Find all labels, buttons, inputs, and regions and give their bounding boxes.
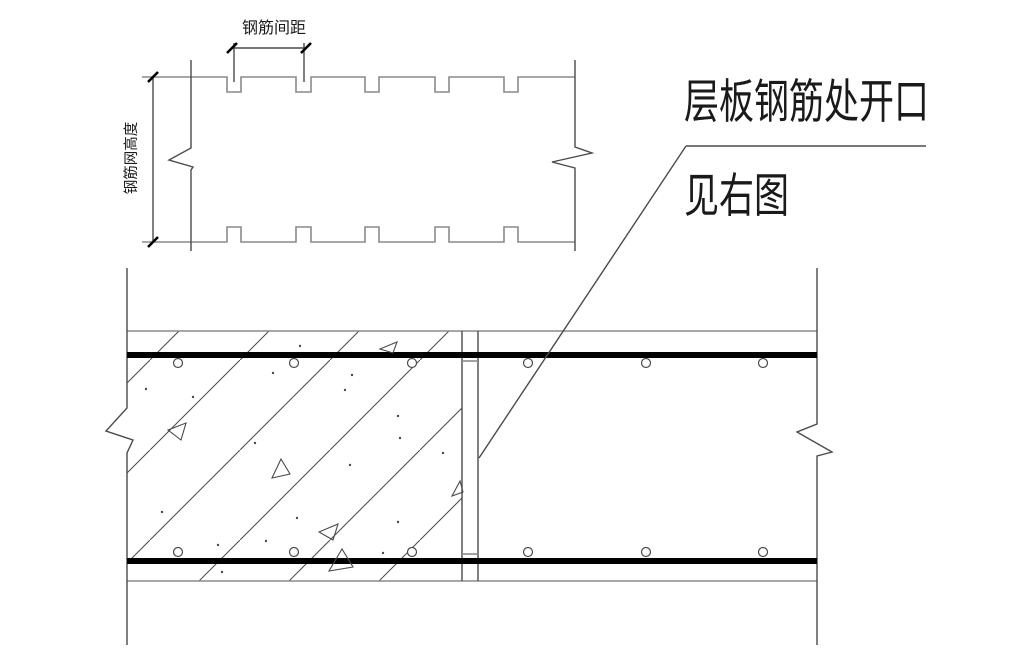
top-rebar-cross-sections [172, 357, 769, 369]
rebar-spacing-dimension: 钢筋间距 [226, 19, 312, 82]
rebar-cross-section [522, 546, 534, 558]
rebar-cross-section [406, 357, 418, 369]
slab-break-line-left [104, 268, 134, 645]
aggregate-triangle [166, 422, 187, 441]
rebar-cross-section [172, 546, 184, 558]
panel-break-line-left [167, 60, 195, 251]
slab-section-detail [104, 268, 834, 645]
note-text-line2: 见右图 [684, 169, 789, 222]
aggregate-triangle [317, 523, 339, 541]
panel-break-line-right [551, 60, 595, 251]
concrete-aggregate-marks [166, 341, 464, 572]
dimension-tick-bottom [147, 236, 159, 248]
rebar-cross-section [172, 357, 184, 369]
opening-gap [463, 332, 477, 580]
dimension-tick-left [226, 42, 238, 54]
concrete-sand-dots [144, 344, 445, 574]
panel-bottom-edge-with-notches [142, 226, 575, 243]
mesh-height-dimension: 钢筋网高度 [123, 71, 159, 248]
aggregate-triangle [327, 547, 354, 572]
rebar-spacing-label: 钢筋间距 [242, 19, 306, 37]
rebar-cross-section [288, 357, 300, 369]
slab-break-line-right [795, 268, 834, 645]
leader-line [478, 145, 687, 459]
dimension-tick-right [300, 42, 312, 54]
rebar-cross-section [757, 357, 769, 369]
mesh-height-label: 钢筋网高度 [123, 122, 140, 195]
bottom-rebar-cross-sections [172, 546, 769, 558]
rebar-cross-section [640, 357, 652, 369]
aggregate-triangle [271, 457, 291, 479]
rebar-cross-section [406, 546, 418, 558]
aggregate-triangle [378, 341, 398, 354]
dimension-tick-top [147, 71, 159, 83]
concrete-hatch-area [127, 331, 462, 581]
note-text-line1: 层板钢筋处开口 [684, 75, 929, 128]
rebar-cross-section [288, 546, 300, 558]
rebar-opening-joint [461, 331, 479, 581]
rebar-cross-section [757, 546, 769, 558]
formwork-panel-detail: 钢筋间距 钢筋网高度 [123, 19, 595, 251]
aggregate-triangle [450, 479, 464, 498]
rebar-cross-section [522, 357, 534, 369]
panel-top-edge-with-notches [142, 76, 575, 93]
note-callout: 层板钢筋处开口 见右图 [478, 75, 929, 459]
rebar-cross-section [640, 546, 652, 558]
